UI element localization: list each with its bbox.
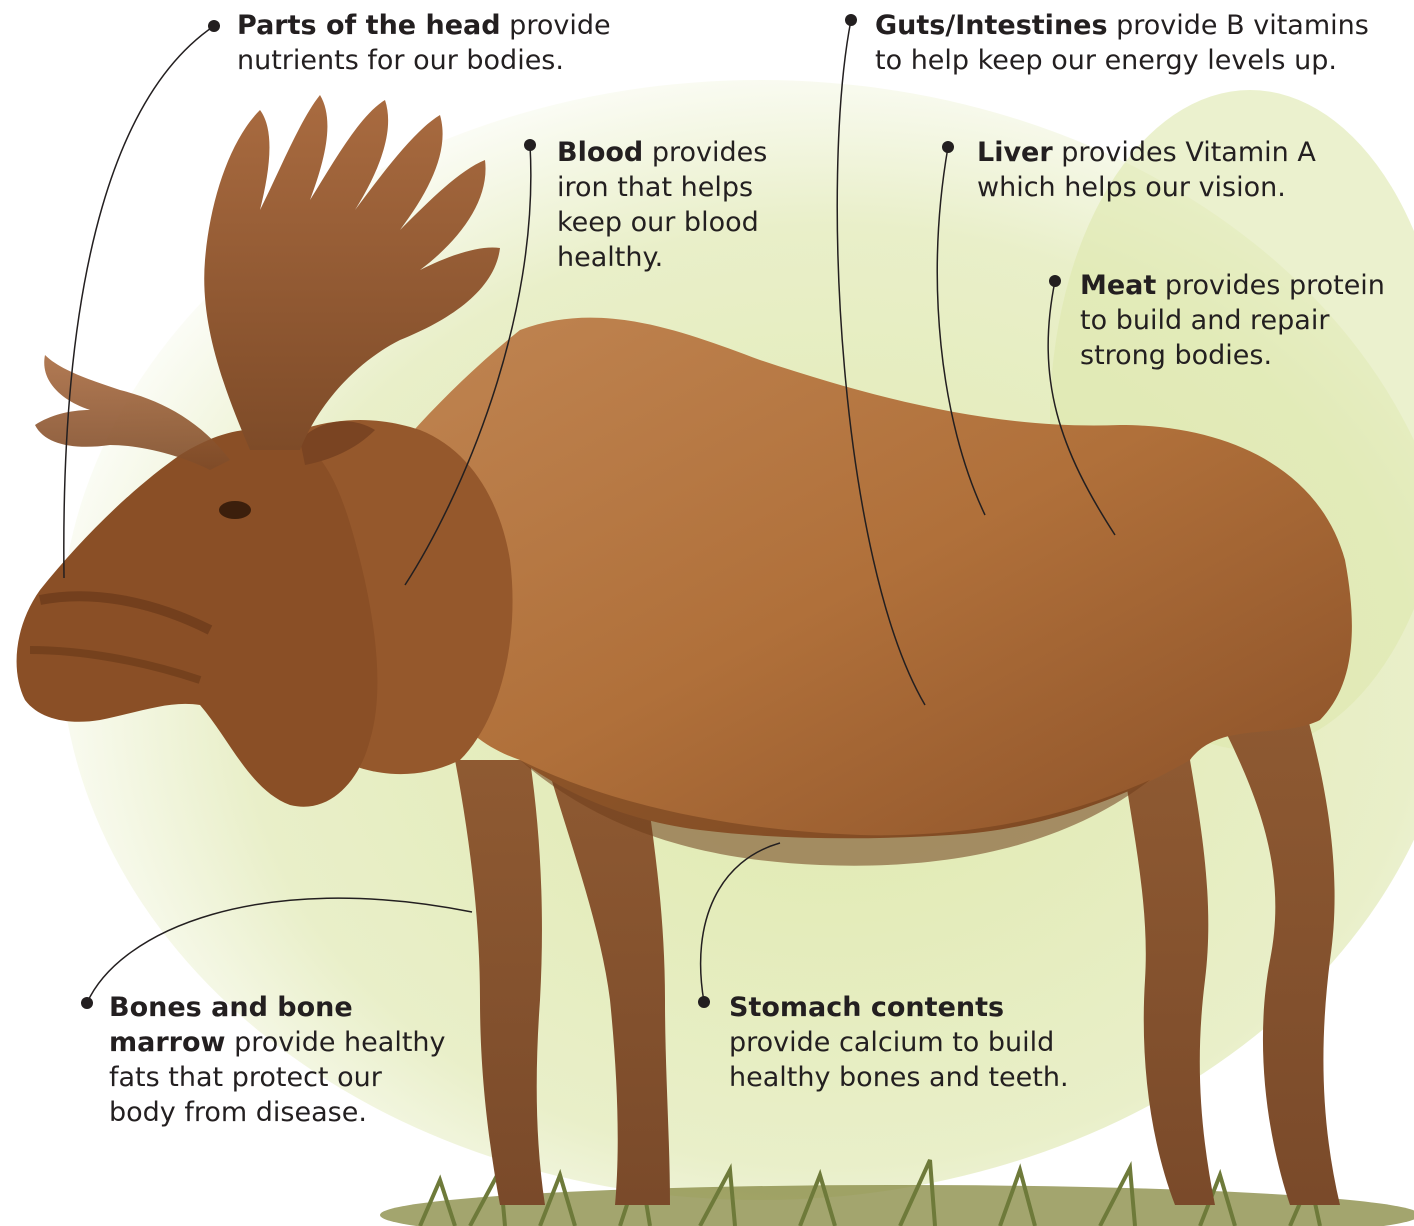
dot-guts xyxy=(845,14,857,26)
label-stomach-text: provide calcium to build healthy bones a… xyxy=(729,1027,1069,1093)
label-liver-title: Liver xyxy=(977,137,1053,168)
dot-bones xyxy=(81,997,93,1009)
label-guts-intestines: Guts/Intestines provide B vitamins to he… xyxy=(875,8,1375,78)
label-blood: Blood provides iron that helps keep our … xyxy=(557,135,772,275)
moose-eye xyxy=(219,501,251,519)
label-bones-and-bone-marrow: Bones and bone marrow provide healthy fa… xyxy=(109,990,449,1130)
label-meat: Meat provides protein to build and repai… xyxy=(1080,268,1410,373)
dot-liver xyxy=(942,141,954,153)
dot-blood xyxy=(524,139,536,151)
dot-meat xyxy=(1049,275,1061,287)
label-head-title: Parts of the head xyxy=(237,10,501,41)
label-parts-of-the-head: Parts of the head provide nutrients for … xyxy=(237,8,617,78)
label-stomach-contents: Stomach contents provide calcium to buil… xyxy=(729,990,1069,1095)
dot-head xyxy=(208,20,220,32)
dot-stomach xyxy=(698,996,710,1008)
label-stomach-title: Stomach contents xyxy=(729,992,1004,1023)
label-meat-title: Meat xyxy=(1080,270,1156,301)
label-guts-title: Guts/Intestines xyxy=(875,10,1108,41)
label-blood-title: Blood xyxy=(557,137,643,168)
label-liver: Liver provides Vitamin A which helps our… xyxy=(977,135,1317,205)
